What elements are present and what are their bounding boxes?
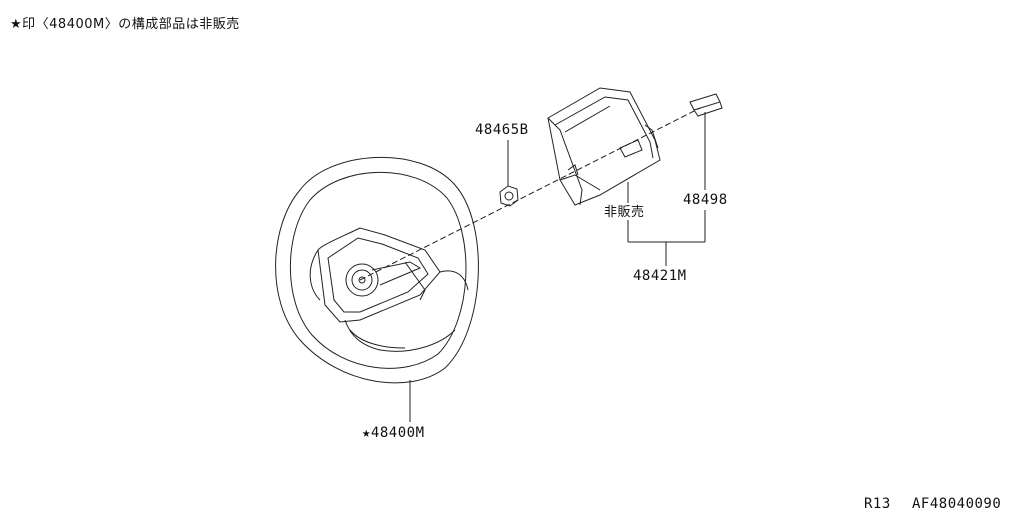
label-not-sold: 非販売 (604, 205, 645, 220)
steering-wheel-drawing (275, 157, 479, 384)
diagram-note: ★印〈48400M〉の構成部品は非販売 (10, 17, 240, 32)
assembly-axis-line (359, 107, 701, 281)
label-48400m: ★48400M (362, 425, 425, 441)
footer-page-code: R13 (864, 496, 891, 512)
label-48465b: 48465B (475, 122, 529, 138)
pad-assembly-drawing (547, 87, 661, 206)
footer-figure-code: AF48040090 (912, 496, 1002, 512)
leader-lines (409, 112, 706, 422)
label-48498: 48498 (683, 192, 728, 208)
connector-drawing (689, 93, 723, 117)
label-48421m: 48421M (633, 268, 687, 284)
nut-drawing (499, 185, 519, 207)
